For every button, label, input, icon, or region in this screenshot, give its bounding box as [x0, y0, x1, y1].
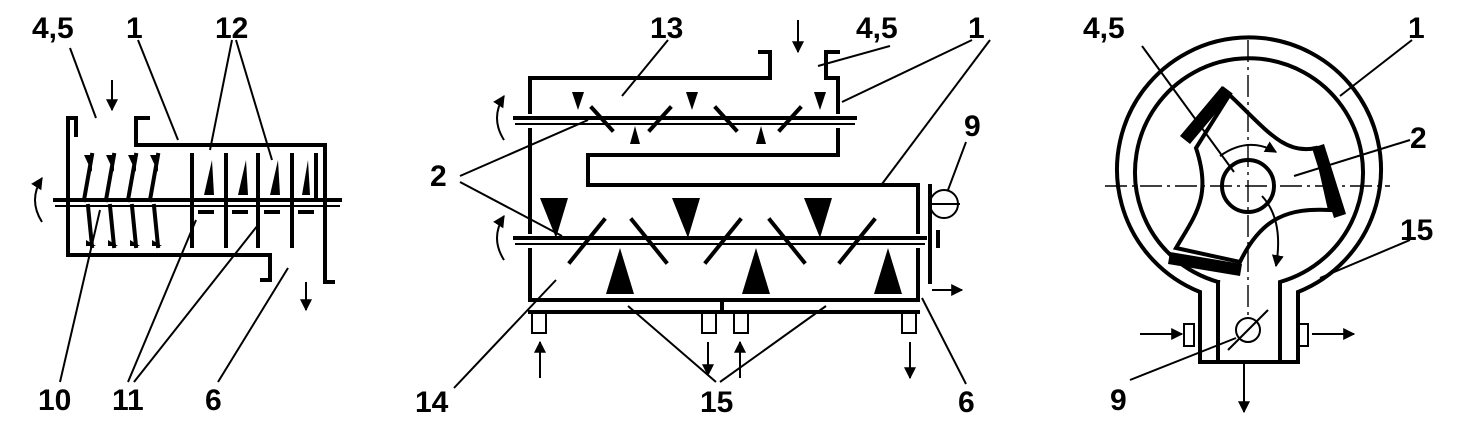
label-14: 14	[415, 386, 449, 419]
middle-view-labels: 13 4,5 1 9 2 14 15 6	[415, 12, 985, 419]
label-15: 15	[1400, 214, 1433, 247]
label-9: 9	[964, 110, 981, 143]
label-6: 6	[958, 386, 975, 419]
label-12: 12	[215, 12, 248, 45]
label-9: 9	[1110, 384, 1127, 417]
label-4-5: 4,5	[32, 12, 74, 45]
left-view-drawing	[31, 39, 342, 383]
label-1: 1	[1408, 12, 1425, 45]
label-13: 13	[650, 12, 683, 45]
label-4-5: 4,5	[1083, 12, 1125, 45]
label-10: 10	[38, 384, 71, 417]
label-6: 6	[205, 384, 222, 417]
label-1: 1	[126, 12, 143, 45]
label-15: 15	[700, 386, 733, 419]
label-2: 2	[1410, 122, 1427, 155]
label-2: 2	[430, 160, 447, 193]
label-11: 11	[112, 384, 144, 417]
label-1: 1	[968, 12, 985, 45]
right-view-drawing	[1105, 35, 1413, 414]
right-view-labels: 4,5 1 2 15 9	[1083, 12, 1433, 417]
left-view-labels: 4,5 1 12 10 11 6	[32, 12, 248, 417]
middle-view-drawing	[453, 20, 991, 389]
label-4-5: 4,5	[856, 12, 898, 45]
